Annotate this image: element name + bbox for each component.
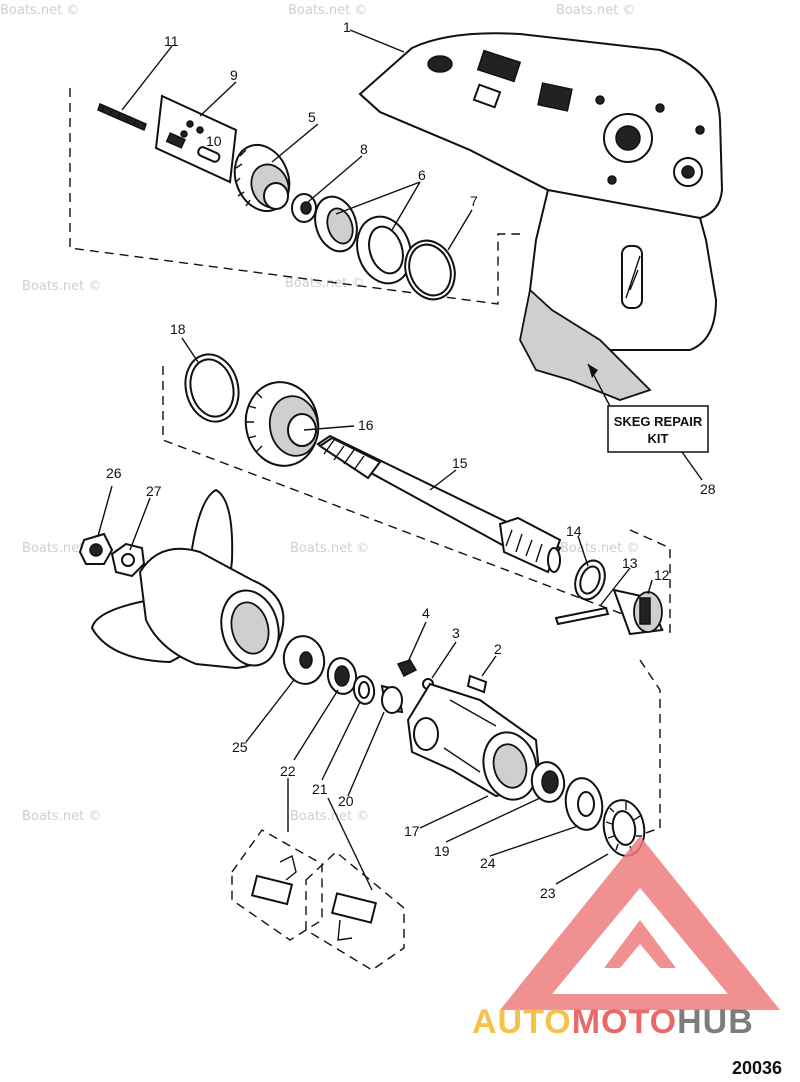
watermark: Boats.net ©: [285, 276, 364, 291]
watermark: Boats.net ©: [0, 3, 79, 18]
part-12-clutch: [612, 588, 664, 636]
seal-kit-22: [250, 854, 297, 906]
watermark: Boats.net ©: [22, 809, 101, 824]
part-label-17: 17: [404, 823, 420, 839]
part-label-2: 2: [494, 641, 502, 657]
part-label-19: 19: [434, 843, 450, 859]
part-26-prop-nut: [78, 532, 114, 565]
group-outlines: [69, 88, 671, 971]
brand-word-auto: AUTO: [472, 1003, 572, 1041]
watermark: Boats.net ©: [290, 541, 369, 556]
part-label-3: 3: [452, 625, 460, 641]
seal-kit-21: [330, 892, 378, 941]
part-label-24: 24: [480, 855, 496, 871]
part-label-16: 16: [358, 417, 374, 433]
part-label-28: 28: [700, 481, 716, 497]
part-19-bearing: [530, 761, 566, 803]
leader-lines: [97, 29, 703, 891]
logo-inner-mark: [604, 920, 676, 968]
drawing-code: 20036: [732, 1058, 782, 1078]
skeg-label-line2: KIT: [648, 431, 669, 446]
watermark: Boats.net ©: [556, 3, 635, 18]
watermark: Boats.net ©: [560, 541, 639, 556]
part-label-25: 25: [232, 739, 248, 755]
watermark: Boats.net ©: [290, 809, 369, 824]
part-25-thrust-washer: [282, 635, 326, 685]
brand-auto: AUTOMOTOHUB: [472, 1003, 754, 1041]
part-11-spring-pin: [97, 102, 147, 132]
propeller: [90, 488, 285, 670]
part-label-22: 22: [280, 763, 296, 779]
part-9-decal-set: [154, 94, 238, 184]
part-label-13: 13: [622, 555, 638, 571]
part-15-propeller-shaft: [316, 434, 562, 574]
skeg-label-box: [607, 405, 709, 453]
part-24-washer: [564, 777, 604, 831]
part-5-pinion-gear: [233, 144, 291, 212]
part-27-tab-washer: [110, 542, 146, 578]
part-label-26: 26: [106, 465, 122, 481]
part-14-ring: [574, 559, 606, 601]
part-label-27: 27: [146, 483, 162, 499]
part-21-seal: [352, 675, 376, 705]
part-13-pin: [554, 606, 610, 626]
part-4-nut: [396, 659, 418, 678]
part-label-1: 1: [343, 19, 351, 35]
part-label-12: 12: [654, 567, 670, 583]
skeg-repair-kit-callout: SKEG REPAIR KIT: [607, 405, 709, 453]
part-label-23: 23: [540, 885, 556, 901]
part-label-6: 6: [418, 167, 426, 183]
watermark: Boats.net ©: [288, 3, 367, 18]
part-label-8: 8: [360, 141, 368, 157]
brand-word-hub: HUB: [677, 1003, 754, 1041]
automotohub-logo: AUTOMOTOHUB: [472, 836, 780, 1041]
part-number-labels: 1 11 9 10 5 8 6 7 18 16 15 14 13 12 26 2…: [106, 19, 716, 901]
logo-triangle-mark: [500, 836, 780, 1010]
part-16-forward-gear: [244, 381, 320, 467]
skeg-label-line1: SKEG REPAIR: [614, 414, 703, 429]
gear-housing: [358, 32, 724, 401]
part-2-stud: [466, 674, 488, 694]
part-label-15: 15: [452, 455, 468, 471]
part-22-bearing: [326, 657, 358, 695]
part-label-14: 14: [566, 523, 582, 539]
part-17-bearing-carrier: [406, 682, 542, 801]
watermark: Boats.net ©: [22, 279, 101, 294]
part-label-11: 11: [164, 33, 179, 49]
part-label-9: 9: [230, 67, 238, 83]
part-label-5: 5: [308, 109, 316, 125]
part-label-21: 21: [312, 781, 328, 797]
part-6-tapered-bearing: [314, 195, 412, 285]
part-7-o-ring: [404, 239, 456, 301]
part-label-10: 10: [206, 133, 222, 149]
watermarks: Boats.net © Boats.net © Boats.net © Boat…: [0, 3, 639, 824]
brand-word-moto: MOTO: [572, 1003, 677, 1041]
part-18-o-ring: [184, 353, 240, 423]
part-label-20: 20: [338, 793, 354, 809]
part-20-bearing: [380, 684, 404, 714]
part-label-18: 18: [170, 321, 186, 337]
part-label-7: 7: [470, 193, 478, 209]
part-label-4: 4: [422, 605, 430, 621]
